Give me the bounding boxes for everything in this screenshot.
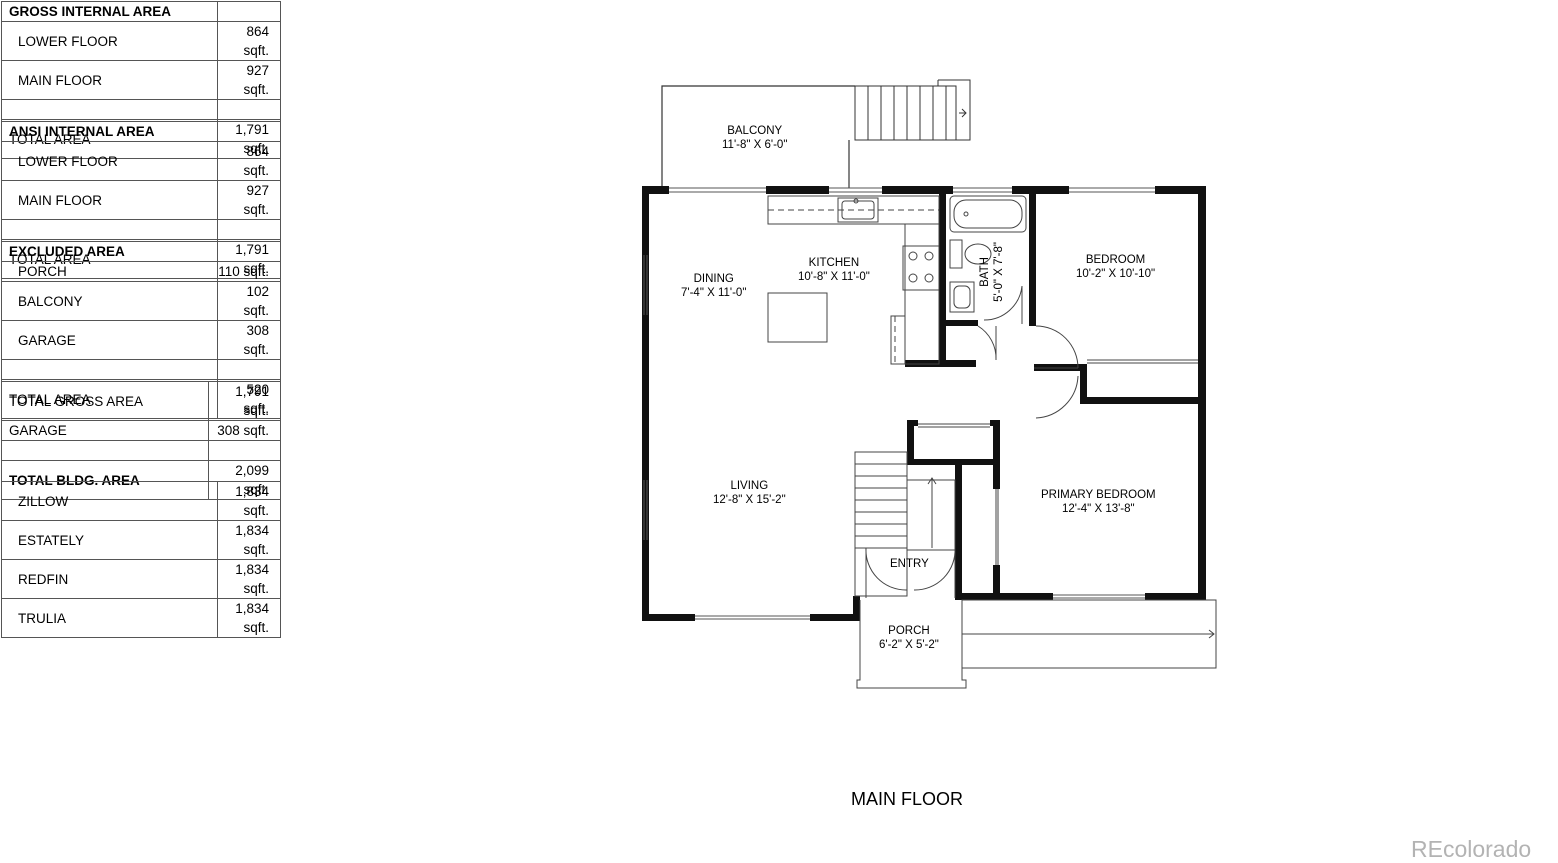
room-label-primary-bedroom: PRIMARY BEDROOM 12'-4" X 13'-8"	[1041, 489, 1156, 515]
room-label-bedroom: BEDROOM 10'-2" X 10'-10"	[1076, 254, 1156, 280]
room-label-dining: DINING 7'-4" X 11'-0"	[681, 273, 747, 299]
bath-fixtures	[949, 195, 1027, 324]
room-label-kitchen: KITCHEN 10'-8" X 11'-0"	[798, 257, 870, 283]
room-label-living: LIVING 12'-8" X 15'-2"	[713, 480, 786, 506]
room-label-porch: PORCH 6'-2" X 5'-2"	[879, 625, 939, 651]
room-label-entry: ENTRY	[890, 558, 929, 570]
kitchen-counters	[767, 195, 940, 365]
floor-title: MAIN FLOOR	[851, 789, 964, 809]
doors	[918, 325, 1198, 565]
windows	[643, 187, 1155, 620]
room-label-balcony: BALCONY 11'-8" X 6'-0"	[722, 125, 788, 151]
room-label-bath: BATH 5'-0" X 7'-8"	[978, 242, 1005, 302]
entry-and-porch	[856, 547, 1217, 689]
table-header: EXCLUDED AREA	[1, 241, 218, 262]
watermark-logo: REcolorado	[1411, 836, 1532, 862]
exterior-walls	[642, 186, 1206, 621]
balcony-stairs	[854, 79, 971, 141]
interior-stairs	[854, 451, 956, 597]
